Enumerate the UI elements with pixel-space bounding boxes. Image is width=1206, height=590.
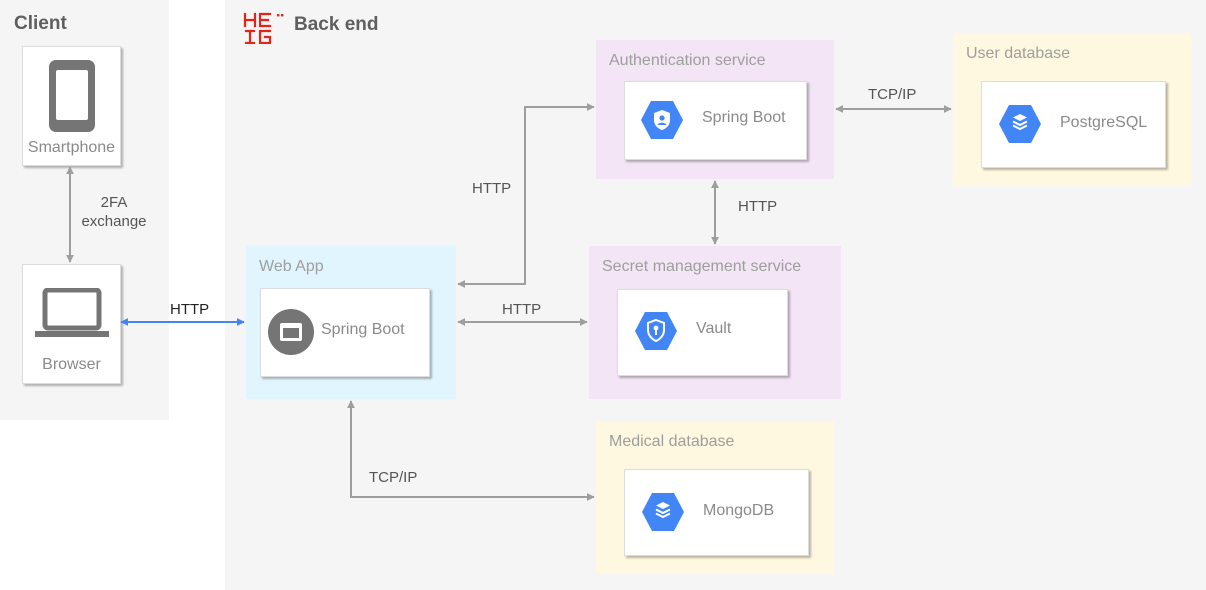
- edge-label-browser-webapp: HTTP: [170, 301, 210, 318]
- vault-card: Vault: [617, 289, 788, 376]
- mongodb-name: MongoDB: [703, 502, 775, 519]
- webapp-spring-boot-card: Spring Boot: [260, 288, 430, 377]
- user-database-group: User database PostgreSQL: [953, 33, 1191, 186]
- postgresql-card: PostgreSQL: [981, 81, 1166, 168]
- secret-management-group: Secret management service Vault: [589, 246, 841, 399]
- secret-management-label: Secret management service: [602, 258, 802, 275]
- database-stack-icon: [642, 493, 684, 531]
- vault-name: Vault: [696, 320, 732, 337]
- shield-key-icon: [635, 312, 677, 350]
- web-app-group: Web App Spring Boot: [246, 246, 456, 399]
- edge-label-2fa: 2FA exchange: [76, 194, 152, 230]
- webapp-service-name: Spring Boot: [321, 321, 405, 338]
- web-app-label: Web App: [259, 258, 324, 275]
- auth-service-name: Spring Boot: [702, 109, 786, 126]
- smartphone-label: Smartphone: [27, 139, 116, 156]
- postgresql-name: PostgreSQL: [1060, 114, 1148, 131]
- mongodb-card: MongoDB: [624, 469, 809, 556]
- shield-user-icon: [641, 101, 683, 139]
- edge-label-webapp-medical: TCP/IP: [369, 469, 418, 486]
- edge-label-auth-secret: HTTP: [738, 198, 778, 215]
- client-title: Client: [14, 13, 67, 34]
- database-stack-icon: [999, 105, 1041, 143]
- authentication-service-label: Authentication service: [609, 52, 766, 69]
- edge-webapp-auth: [457, 103, 595, 288]
- edge-webapp-medical: [347, 400, 595, 501]
- medical-database-label: Medical database: [609, 433, 735, 450]
- auth-spring-boot-card: Spring Boot: [624, 81, 807, 160]
- smartphone-icon: [49, 60, 95, 132]
- browser-label: Browser: [42, 356, 101, 373]
- edge-label-webapp-secret: HTTP: [502, 301, 542, 318]
- user-database-label: User database: [966, 45, 1071, 62]
- authentication-service-group: Authentication service Spring Boot: [596, 40, 834, 179]
- smartphone-card: Smartphone: [22, 46, 121, 166]
- heig-logo: [243, 12, 284, 44]
- edge-label-2fa-line1: 2FA: [100, 194, 128, 211]
- laptop-icon: [35, 288, 109, 337]
- medical-database-group: Medical database MongoDB: [596, 421, 834, 574]
- edge-label-webapp-auth: HTTP: [472, 180, 512, 197]
- app-window-icon: [268, 309, 314, 355]
- backend-title: Back end: [294, 14, 379, 35]
- edge-label-auth-userdb: TCP/IP: [868, 86, 917, 103]
- edge-label-2fa-line2: exchange: [81, 213, 147, 230]
- browser-card: Browser: [22, 264, 121, 384]
